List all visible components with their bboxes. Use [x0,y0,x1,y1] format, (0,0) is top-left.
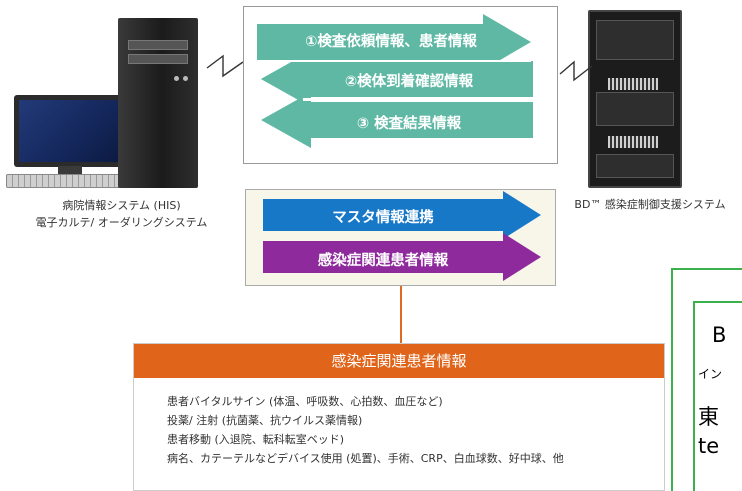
bd-system-label: BD™ 感染症制御支援システム [574,198,726,211]
overlay-text-1: B [712,323,727,347]
info-box-title: 感染症関連患者情報 [134,344,664,378]
result-arrow [261,92,533,148]
info-item-transfer: 患者移動 (入退院、転科転室ベッド) [167,433,345,446]
integration-arrows [263,191,541,281]
arrival-arrow-label: ②検体到着確認情報 [344,74,474,90]
info-item-vitals: 患者バイタルサイン (体温、呼吸数、心拍数、血圧など) [167,395,443,408]
patient-arrow [263,233,541,281]
info-list: 患者バイタルサイン (体温、呼吸数、心拍数、血圧など) 投薬/ 注射 (抗菌薬、… [134,378,664,468]
connector-line [400,286,402,343]
overlay-text-4: te [698,434,720,458]
patient-arrow-label: 感染症関連患者情報 [317,253,449,269]
patient-info-box: 感染症関連患者情報 患者バイタルサイン (体温、呼吸数、心拍数、血圧など) 投薬… [133,343,665,491]
pc-tower-image [118,18,198,188]
master-arrow [263,191,541,239]
connection-bolt-left-icon [206,54,244,78]
monitor-image [14,95,126,167]
exchange-arrows [257,14,535,148]
order-arrow [257,14,531,70]
server-rack-image [588,10,682,188]
his-label-line2: 電子カルテ/ オーダリングシステム [35,216,208,229]
overlay-inner-frame: B イン 東 te [693,301,742,491]
master-arrow-label: マスタ情報連携 [332,210,434,226]
monitor-stand [58,166,82,176]
order-arrow-label: ①検査依頼情報、患者情報 [305,34,477,50]
info-item-medication: 投薬/ 注射 (抗菌薬、抗ウイルス薬情報) [167,414,363,427]
connection-bolt-right-icon [559,60,593,82]
info-item-diagnosis: 病名、カテーテルなどデバイス使用 (処置)、手術、CRP、白血球数、好中球、他 [167,452,564,465]
result-arrow-label: ③ 検査結果情報 [356,116,462,132]
overlay-text-3: 東 [698,405,719,429]
his-label: 病院情報システム (HIS) 電子カルテ/ オーダリングシステム [14,197,229,231]
overlay-text-2: イン [698,367,723,381]
his-label-line1: 病院情報システム (HIS) [62,199,181,212]
keyboard-image [6,174,124,188]
